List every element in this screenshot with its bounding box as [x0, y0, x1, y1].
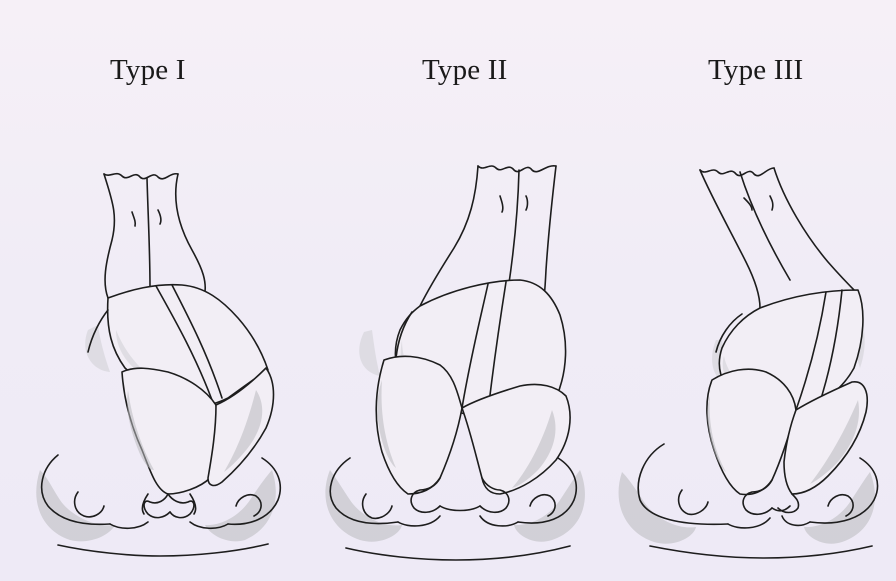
type-3-nose-drawing: [619, 168, 878, 558]
type-2-nose-drawing: [325, 166, 585, 560]
type-1-nose-drawing: [36, 174, 280, 556]
